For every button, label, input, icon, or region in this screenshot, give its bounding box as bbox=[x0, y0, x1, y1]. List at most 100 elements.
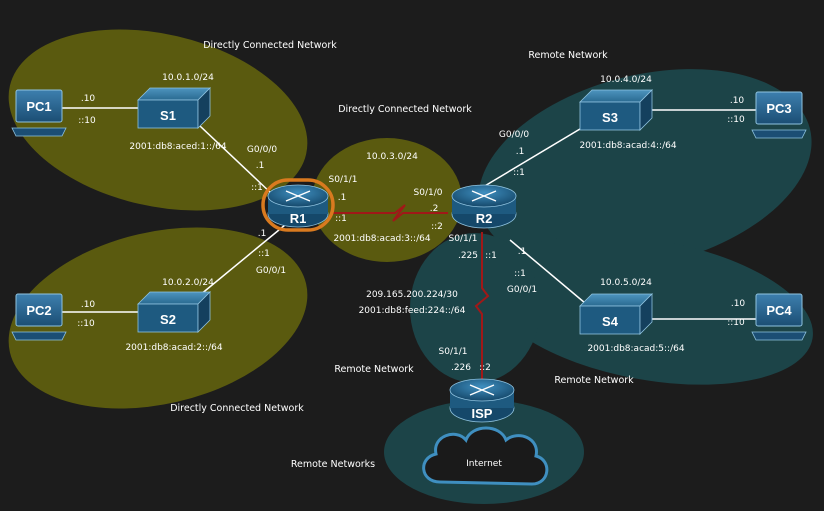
isp-s011-v6: ::2 bbox=[479, 363, 491, 373]
link-r2-s3 bbox=[477, 125, 586, 191]
region-label-dc-bottom: Directly Connected Network bbox=[170, 403, 304, 414]
region-label-remote-networks: Remote Networks bbox=[291, 459, 375, 470]
link-s1-r1 bbox=[199, 125, 273, 195]
s3-label: S3 bbox=[602, 110, 618, 125]
s3-switch-side bbox=[639, 89, 653, 131]
pc3-monitor-icon bbox=[755, 91, 803, 125]
directly-connected-network-middle-region bbox=[312, 138, 462, 262]
network-isp-v4: 209.165.200.224/30 bbox=[366, 290, 458, 300]
s2-label: S2 bbox=[160, 312, 176, 327]
pc3-v4: .10 bbox=[730, 96, 745, 106]
isp-device[interactable]: ISP bbox=[449, 378, 515, 423]
pc4-v6: ::10 bbox=[727, 318, 745, 328]
pc1-v4: .10 bbox=[81, 94, 96, 104]
r2-g000-v4: .1 bbox=[516, 147, 525, 157]
s3-switch-body bbox=[579, 101, 641, 131]
network-lan4-v6: 2001:db8:acad:4::/64 bbox=[579, 141, 676, 151]
s4-label: S4 bbox=[602, 314, 619, 329]
region-label-remote-bottom-right: Remote Network bbox=[554, 375, 634, 386]
r2-g001-v4: .1 bbox=[518, 247, 527, 257]
s1-switch-body bbox=[137, 99, 199, 129]
isp-router-arrows-icon bbox=[469, 384, 495, 396]
region-label-dc-top: Directly Connected Network bbox=[203, 40, 337, 51]
r1-s011-v4: .1 bbox=[338, 193, 347, 203]
s4-switch-side bbox=[639, 293, 653, 335]
pc3-label: PC3 bbox=[766, 101, 791, 116]
internet-label: Internet bbox=[466, 459, 502, 469]
pc1-monitor-icon bbox=[15, 89, 63, 123]
r1-s011-name: S0/1/1 bbox=[329, 175, 358, 185]
r2-g001-name: G0/0/1 bbox=[507, 285, 537, 295]
pc1-keyboard-icon bbox=[11, 127, 67, 137]
isp-s011-name: S0/1/1 bbox=[439, 347, 468, 357]
r1-g000-name: G0/0/0 bbox=[247, 145, 277, 155]
s2-device[interactable]: S2 bbox=[137, 291, 211, 333]
r1-g000-v6: ::1 bbox=[251, 183, 263, 193]
pc1-label: PC1 bbox=[26, 99, 51, 114]
link-r2-s4 bbox=[509, 239, 586, 304]
r2-s010-v4: .2 bbox=[430, 204, 439, 214]
pc1-device[interactable]: PC1 bbox=[11, 89, 67, 137]
r1-g001-name: G0/0/1 bbox=[256, 266, 286, 276]
serial-link-r1-r2 bbox=[330, 204, 448, 222]
region-label-dc-middle: Directly Connected Network bbox=[338, 104, 472, 115]
s1-device[interactable]: S1 bbox=[137, 87, 211, 129]
pc3-device[interactable]: PC3 bbox=[751, 91, 807, 139]
serial-link-r2-isp bbox=[474, 232, 490, 380]
r1-g001-v4: .1 bbox=[258, 229, 267, 239]
remote-network-bottom-left-region bbox=[410, 233, 540, 383]
internet-cloud[interactable]: Internet bbox=[422, 426, 549, 486]
cloud-icon bbox=[422, 426, 549, 486]
remote-network-top-region bbox=[478, 69, 812, 271]
pc4-keyboard-icon bbox=[751, 331, 807, 341]
pc4-label: PC4 bbox=[766, 303, 792, 318]
s1-switch-icon bbox=[137, 87, 211, 101]
r1-g000-v4: .1 bbox=[256, 161, 265, 171]
s2-switch-body bbox=[137, 303, 199, 333]
pc2-v6: ::10 bbox=[77, 319, 95, 329]
s4-device[interactable]: S4 bbox=[579, 293, 653, 335]
pc2-monitor-icon bbox=[15, 293, 63, 327]
r2-s011-name: S0/1/1 bbox=[449, 234, 478, 244]
s1-label: S1 bbox=[160, 108, 176, 123]
pc1-v6: ::10 bbox=[78, 116, 96, 126]
region-label-remote-top: Remote Network bbox=[528, 50, 608, 61]
pc2-keyboard-icon bbox=[11, 331, 67, 341]
s3-switch-icon bbox=[579, 89, 653, 103]
isp-s011-v4: .226 bbox=[451, 363, 471, 373]
r1-router-arrows-icon bbox=[285, 190, 311, 202]
r1-highlight-ring bbox=[261, 178, 335, 232]
pc4-v4: .10 bbox=[731, 299, 746, 309]
network-wan-v4: 10.0.3.0/24 bbox=[366, 152, 418, 162]
r1-g001-v6: ::1 bbox=[258, 249, 270, 259]
s3-device[interactable]: S3 bbox=[579, 89, 653, 131]
r2-label: R2 bbox=[476, 211, 493, 226]
network-isp-v6: 2001:db8:feed:224::/64 bbox=[359, 306, 466, 316]
network-wan-v6: 2001:db8:acad:3::/64 bbox=[333, 234, 430, 244]
r1-s011-v6: ::1 bbox=[335, 214, 347, 224]
r1-label: R1 bbox=[290, 211, 307, 226]
network-lan1-v6: 2001:db8:aced:1::/64 bbox=[129, 142, 226, 152]
region-label-remote-bottom-left: Remote Network bbox=[334, 364, 414, 375]
pc4-monitor-icon bbox=[755, 293, 803, 327]
r2-s011-v6: ::1 bbox=[485, 251, 497, 261]
link-s2-r1 bbox=[199, 224, 286, 296]
r2-g001-v6: ::1 bbox=[514, 269, 526, 279]
pc2-label: PC2 bbox=[26, 303, 51, 318]
network-lan5-v4: 10.0.5.0/24 bbox=[600, 278, 652, 288]
s2-switch-icon bbox=[137, 291, 211, 305]
network-lan5-v6: 2001:db8:acad:5::/64 bbox=[587, 344, 684, 354]
r1-device[interactable]: R1 bbox=[261, 178, 335, 232]
pc3-v6: ::10 bbox=[727, 115, 745, 125]
pc4-device[interactable]: PC4 bbox=[751, 293, 807, 341]
r2-router-arrows-icon bbox=[471, 190, 497, 202]
r2-s010-v6: ::2 bbox=[431, 222, 443, 232]
r2-device[interactable]: R2 bbox=[451, 184, 517, 229]
pc2-device[interactable]: PC2 bbox=[11, 293, 67, 341]
network-lan2-v4: 10.0.2.0/24 bbox=[162, 278, 214, 288]
r2-g000-name: G0/0/0 bbox=[499, 130, 529, 140]
network-lan4-v4: 10.0.4.0/24 bbox=[600, 75, 652, 85]
r2-s010-name: S0/1/0 bbox=[414, 188, 443, 198]
